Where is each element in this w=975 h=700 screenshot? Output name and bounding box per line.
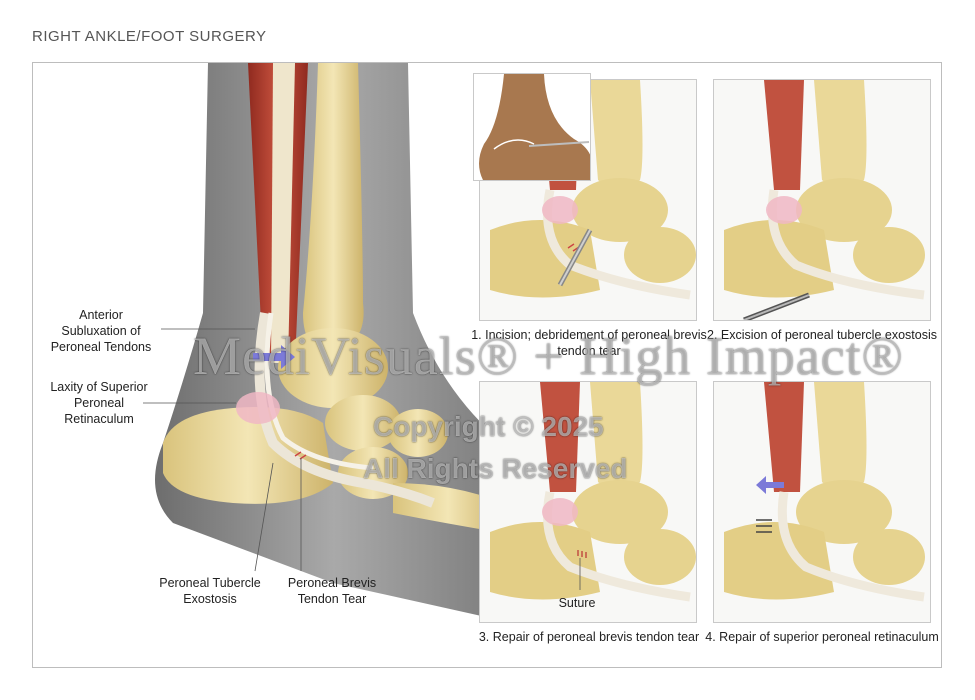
panel-3: [479, 381, 697, 623]
label-anterior-subluxation: Anterior Subluxation of Peroneal Tendons: [50, 308, 152, 354]
label-laxity: Laxity of Superior Peroneal Retinaculum: [50, 380, 148, 426]
panel-1-caption: 1. Incision; debridement of peroneal bre…: [471, 328, 707, 358]
calcaneus-bone: [163, 407, 333, 504]
figure-frame: Anterior Subluxation of Peroneal Tendons…: [32, 62, 942, 668]
midfoot-bone-2: [388, 409, 448, 457]
label-tubercle: Peroneal Tubercle Exostosis: [159, 576, 261, 606]
panel-3-caption: 3. Repair of peroneal brevis tendon tear: [478, 630, 700, 644]
panel-1-inset: [473, 73, 591, 181]
main-ankle-illustration: [143, 63, 513, 623]
retinaculum: [236, 392, 280, 424]
panel-2-caption: 2. Excision of peroneal tubercle exostos…: [707, 328, 937, 342]
midfoot-bone-1: [325, 395, 401, 451]
suture-label: Suture: [558, 596, 596, 610]
panel-4-illustration: [714, 382, 930, 622]
page-title: RIGHT ANKLE/FOOT SURGERY: [32, 28, 267, 45]
tibia-bone: [303, 63, 364, 353]
panel-4: [713, 381, 931, 623]
subluxation-arrow: [253, 345, 295, 369]
panel-3-illustration: [480, 382, 696, 622]
panel-2-illustration: [714, 80, 930, 320]
label-brevis-tear: Peroneal Brevis Tendon Tear: [287, 576, 377, 606]
panel-4-caption: 4. Repair of superior peroneal retinacul…: [705, 630, 939, 644]
fibula-bone: [271, 63, 295, 363]
incision-inset-illustration: [474, 74, 590, 180]
leader-tubercle: [254, 462, 274, 572]
panel-2: [713, 79, 931, 321]
peroneal-tendons: [254, 312, 435, 508]
talus-bone: [278, 328, 388, 408]
